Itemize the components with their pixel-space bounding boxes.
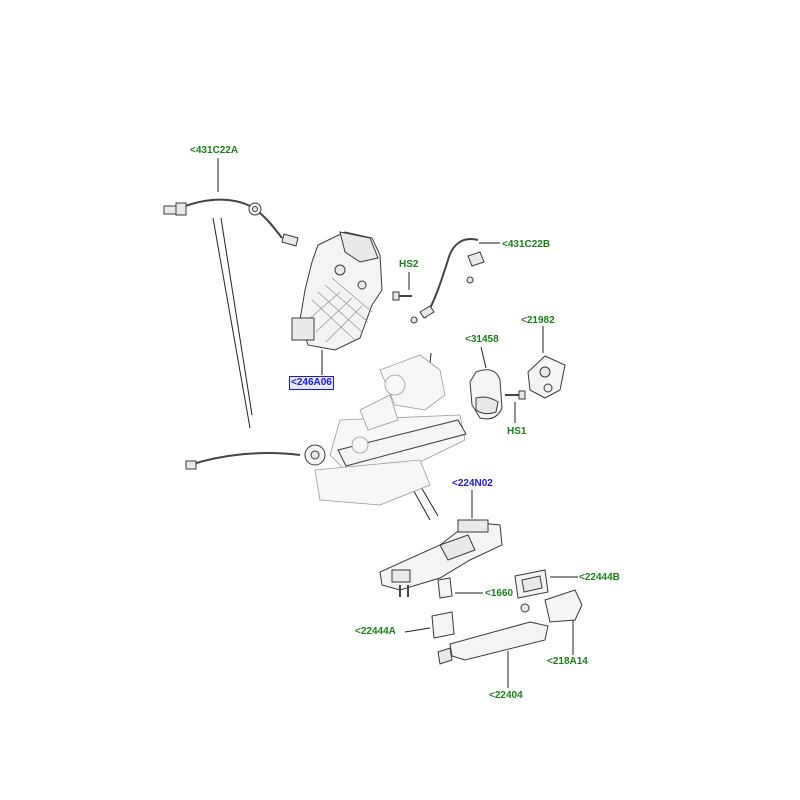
release-cable-part [185,444,326,470]
callout-1660[interactable]: <1660 [485,588,514,599]
cable-431c22b-part [419,238,485,319]
seal-31458-part [469,369,503,420]
callout-431c22b[interactable]: <431C22B [502,239,551,250]
callout-hs2[interactable]: HS2 [399,259,419,270]
outer-handle-22404-part [437,621,549,665]
callout-21982[interactable]: <21982 [521,315,555,326]
callout-22444b[interactable]: <22444B [579,572,620,583]
striker-21982-part [505,355,566,400]
cable-431c22a-part [163,198,299,247]
cover-22444b-part [514,569,549,599]
callout-22404[interactable]: <22404 [489,690,523,701]
callout-246a06-selected[interactable]: <246A06 [289,376,334,390]
callout-218a14[interactable]: <218A14 [547,656,588,667]
callout-431c22a[interactable]: <431C22A [190,145,239,156]
callout-224n02[interactable]: <224N02 [452,478,493,489]
door-handle-assembly-part [314,354,467,506]
clip-1660-part [437,577,453,599]
callout-22444a[interactable]: <22444A [355,626,396,637]
callout-hs1[interactable]: HS1 [507,426,527,437]
callout-31458[interactable]: <31458 [465,334,499,345]
door-latch-part [291,231,383,351]
end-cap-218a14-part [520,589,583,623]
screw-hs2-part [392,291,418,324]
handle-frame-224n02-part [379,519,503,597]
pad-22444a-part [431,611,455,639]
